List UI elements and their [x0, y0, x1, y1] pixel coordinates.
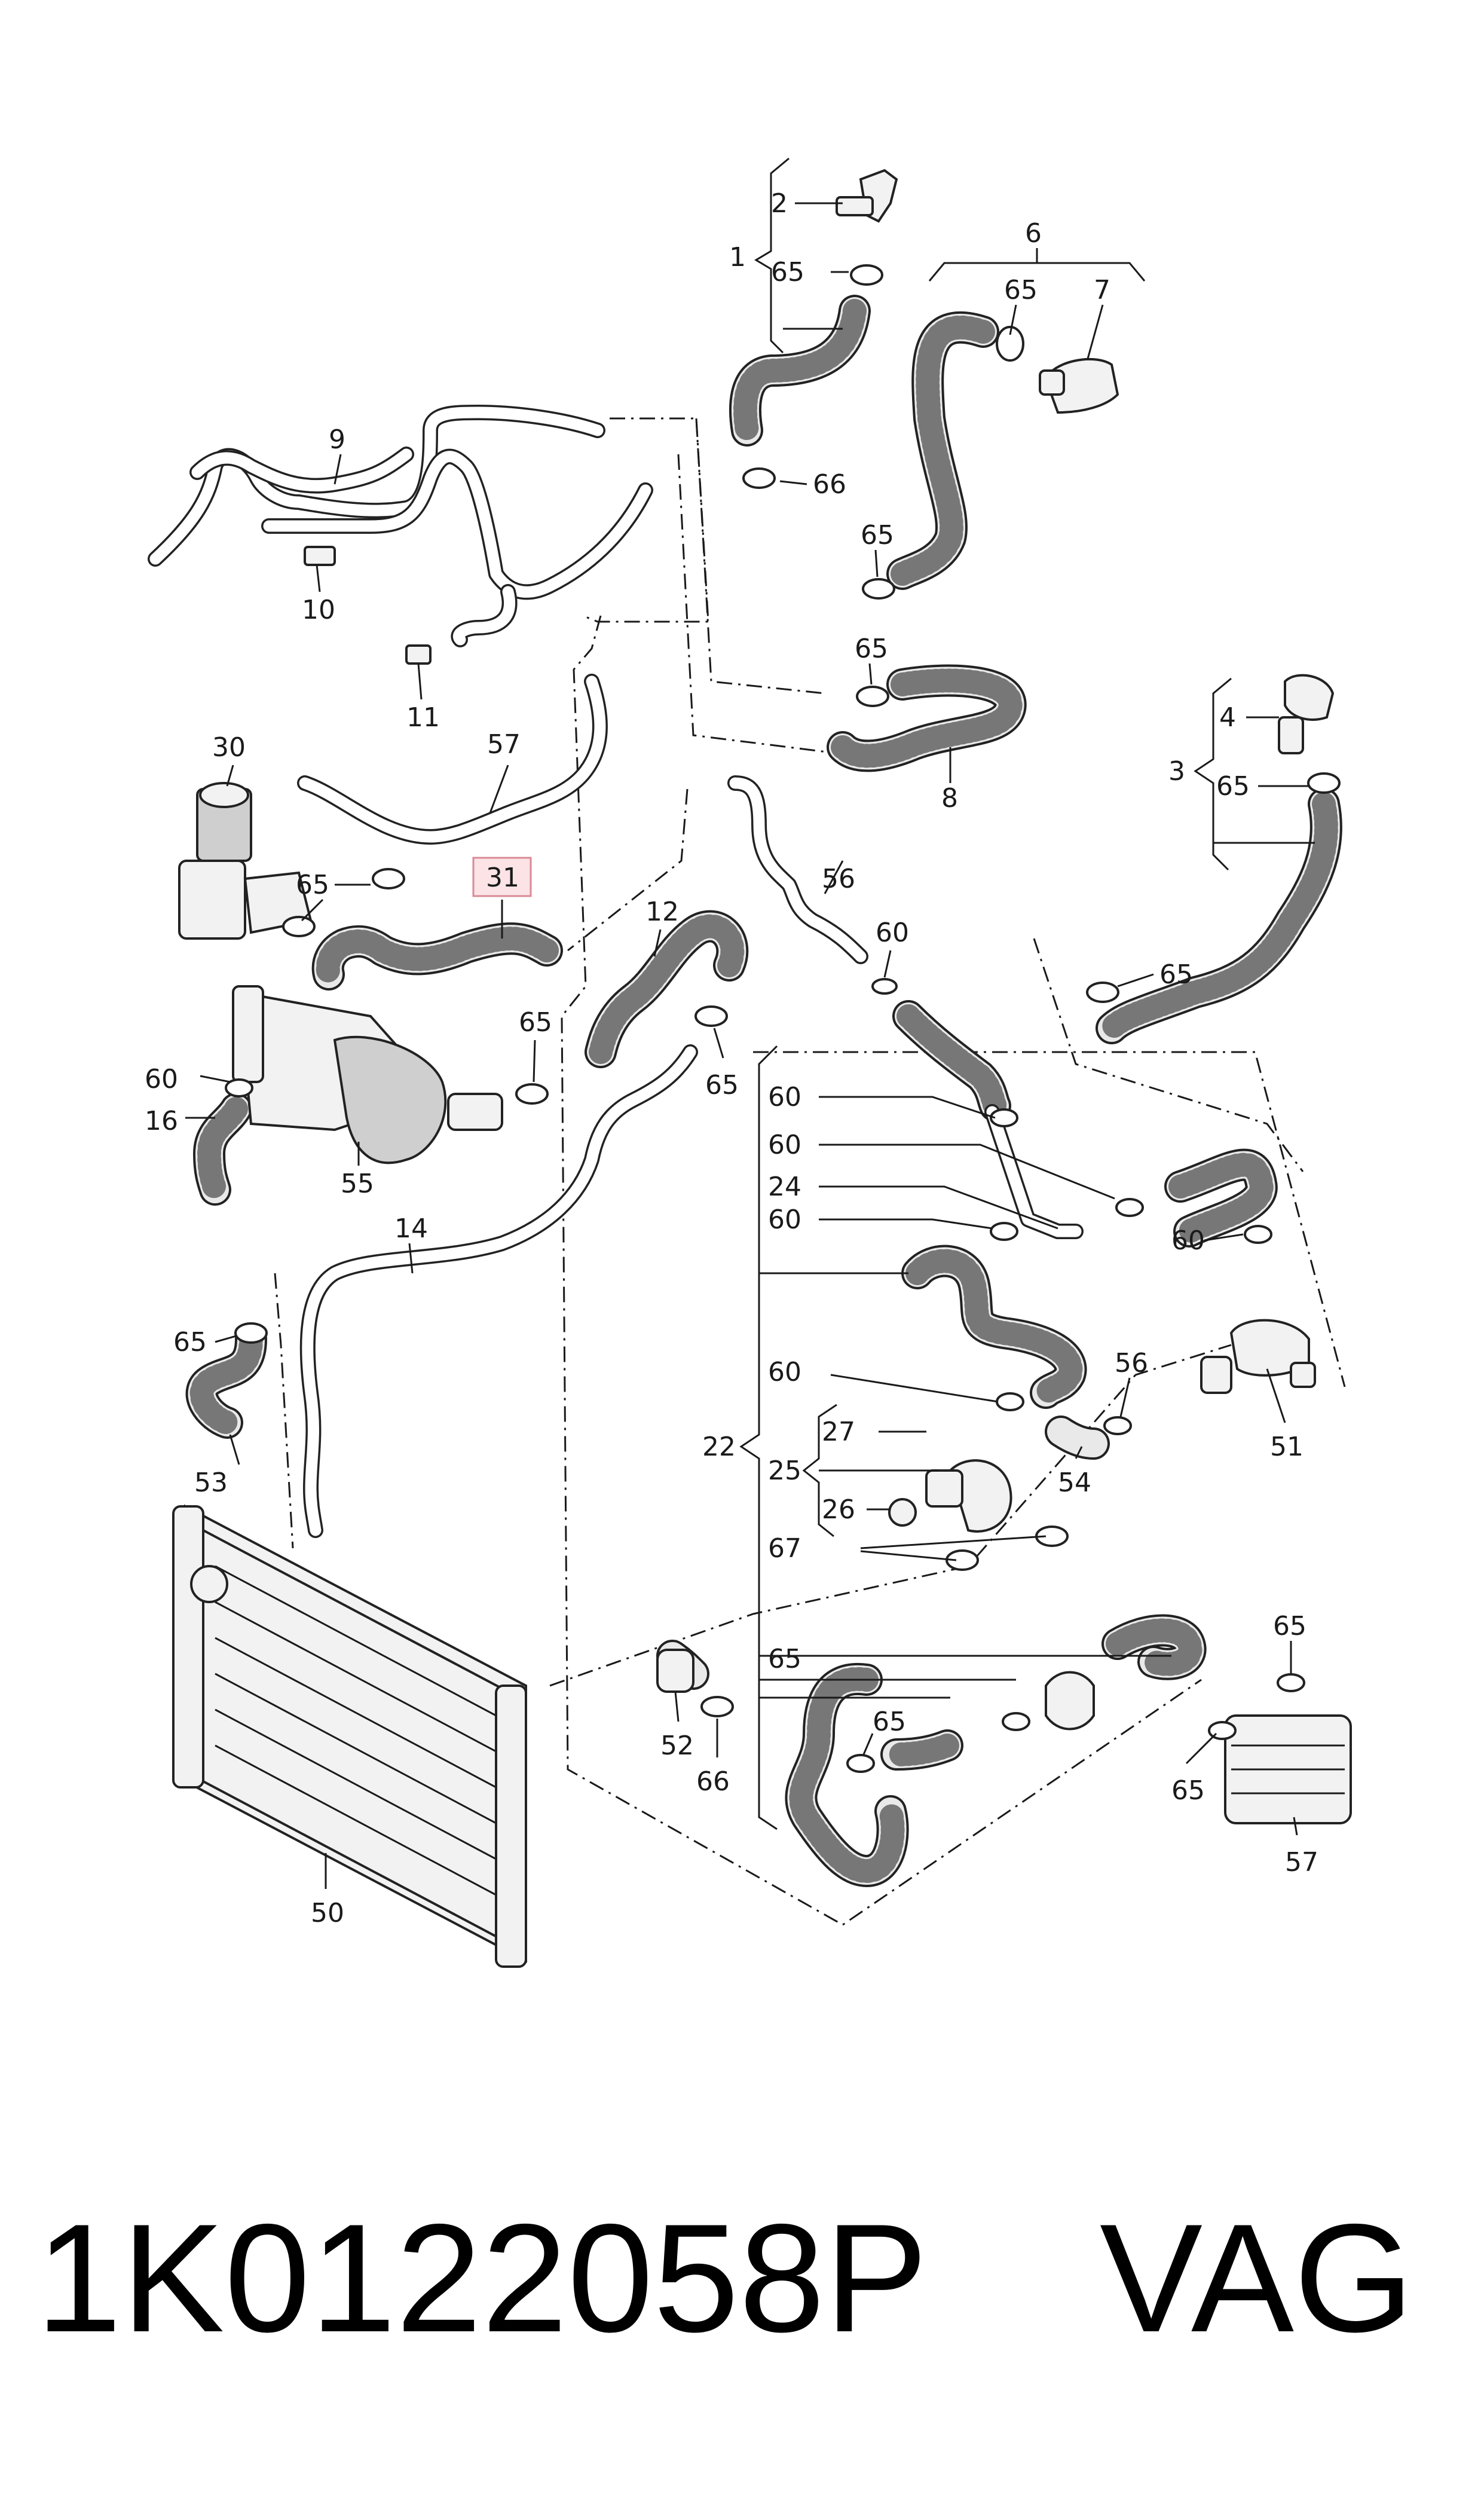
callout-30: 30	[212, 732, 246, 763]
callout-65: 65	[1216, 771, 1250, 802]
callout-1: 1	[729, 242, 746, 273]
callout-65: 65	[1171, 1775, 1205, 1806]
callout-11: 11	[406, 702, 440, 733]
callout-22: 22	[702, 1432, 736, 1462]
callout-4: 4	[1219, 702, 1236, 733]
callout-24: 24	[768, 1172, 801, 1202]
callout-54: 54	[1058, 1468, 1091, 1498]
callout-10: 10	[302, 595, 335, 625]
callout-57: 57	[1285, 1847, 1318, 1878]
callout-60: 60	[768, 1082, 801, 1112]
parts	[172, 169, 1352, 1968]
assembly-outlines	[274, 417, 1346, 1926]
part-number: 1K0122058P	[36, 2191, 928, 2364]
callout-65: 65	[771, 257, 804, 288]
pipes	[148, 405, 1084, 1538]
callout-60: 60	[876, 918, 909, 948]
callout-65: 65	[1004, 275, 1038, 305]
callout-26: 26	[822, 1494, 855, 1525]
callout-65: 65	[768, 1644, 801, 1674]
callout-65: 65	[296, 870, 329, 900]
callout-8: 8	[941, 783, 958, 814]
callout-56: 56	[822, 864, 855, 894]
callout-6: 6	[1025, 218, 1042, 249]
footer: 1K0122058P VAG	[36, 2191, 1414, 2364]
callout-57: 57	[487, 729, 521, 760]
callout-60: 60	[145, 1064, 178, 1095]
callout-50: 50	[311, 1898, 344, 1928]
callout-65: 65	[873, 1707, 906, 1737]
brand-name: VAG	[1100, 2191, 1414, 2364]
leader-lines	[185, 157, 1315, 1889]
callout-65: 65	[1159, 959, 1193, 990]
callout-65: 65	[519, 1007, 552, 1038]
callout-31: 31	[486, 863, 519, 893]
callout-14: 14	[394, 1213, 428, 1244]
callout-27: 27	[822, 1417, 855, 1447]
callout-65: 65	[1273, 1611, 1306, 1641]
callout-56: 56	[1115, 1348, 1148, 1378]
clamps	[225, 264, 1341, 1773]
callout-2: 2	[771, 188, 788, 219]
callout-7: 7	[1094, 275, 1110, 305]
callout-67: 67	[768, 1533, 801, 1564]
radiator-fins	[215, 1565, 497, 1896]
callout-51: 51	[1270, 1432, 1304, 1462]
callout-52: 52	[660, 1731, 694, 1761]
callout-66: 66	[696, 1766, 730, 1797]
callout-60: 60	[1171, 1225, 1205, 1256]
hoses	[185, 295, 1342, 1887]
callout-53: 53	[194, 1468, 228, 1498]
callout-16: 16	[145, 1106, 178, 1136]
callout-31-highlight: 31	[472, 857, 532, 897]
callout-60: 60	[768, 1204, 801, 1235]
callout-3: 3	[1168, 756, 1185, 787]
callout-65: 65	[173, 1327, 207, 1358]
callout-65: 65	[855, 634, 888, 664]
callout-9: 9	[329, 424, 345, 455]
callout-55: 55	[341, 1169, 374, 1199]
callout-65: 65	[861, 520, 894, 551]
callout-65: 65	[705, 1070, 739, 1100]
callout-labels: 1 2 65 6 65 7 66 65 65 8 9 10 11 4 3 65 …	[145, 188, 1318, 1928]
callout-60: 60	[768, 1130, 801, 1160]
callout-25: 25	[768, 1456, 801, 1486]
callout-12: 12	[645, 897, 679, 927]
callout-60: 60	[768, 1357, 801, 1387]
callout-66: 66	[813, 469, 846, 500]
